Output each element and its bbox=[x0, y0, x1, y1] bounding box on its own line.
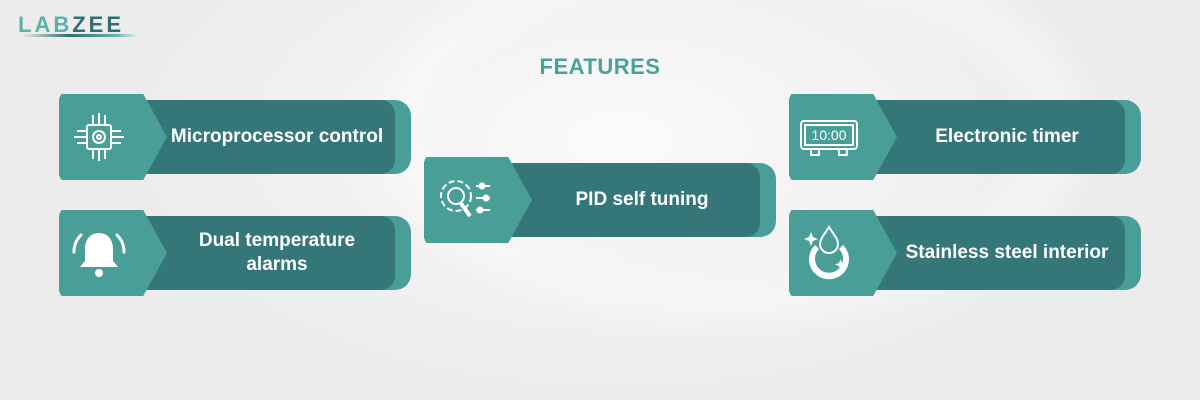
feature-card-alarms: Dual temperature alarms bbox=[59, 210, 411, 296]
icon-block bbox=[789, 94, 897, 180]
feature-card-pid: PID self tuning bbox=[424, 157, 776, 243]
gear-tuning-icon bbox=[440, 180, 490, 218]
card-band bbox=[867, 100, 1125, 174]
digital-clock-icon: 10:00 bbox=[800, 120, 858, 156]
feature-label: Stainless steel interior bbox=[905, 242, 1109, 263]
bell-alarm-icon bbox=[72, 233, 126, 277]
logo-underline bbox=[22, 34, 138, 37]
feature-card-timer: 10:00 Electronic timer bbox=[789, 94, 1141, 180]
feature-card-microprocessor: Microprocessor control bbox=[59, 94, 411, 180]
feature-label: Microprocessor control bbox=[170, 126, 384, 147]
feature-label: Electronic timer bbox=[935, 126, 1079, 147]
microchip-gear-icon bbox=[74, 113, 124, 161]
card-band bbox=[137, 100, 395, 174]
feature-label: Dual temperature alarms bbox=[198, 230, 356, 275]
svg-text:10:00: 10:00 bbox=[811, 127, 846, 143]
card-band bbox=[502, 163, 760, 237]
drop-gear-sparkle-icon bbox=[804, 225, 849, 280]
icon-block bbox=[424, 157, 532, 243]
feature-label: PID self tuning bbox=[575, 189, 709, 210]
card-band bbox=[867, 216, 1125, 290]
brand-logo: LABZEE bbox=[18, 12, 125, 37]
card-band bbox=[137, 216, 395, 290]
page-title: FEATURES bbox=[539, 54, 661, 79]
feature-card-stainless: Stainless steel interior bbox=[789, 210, 1141, 296]
